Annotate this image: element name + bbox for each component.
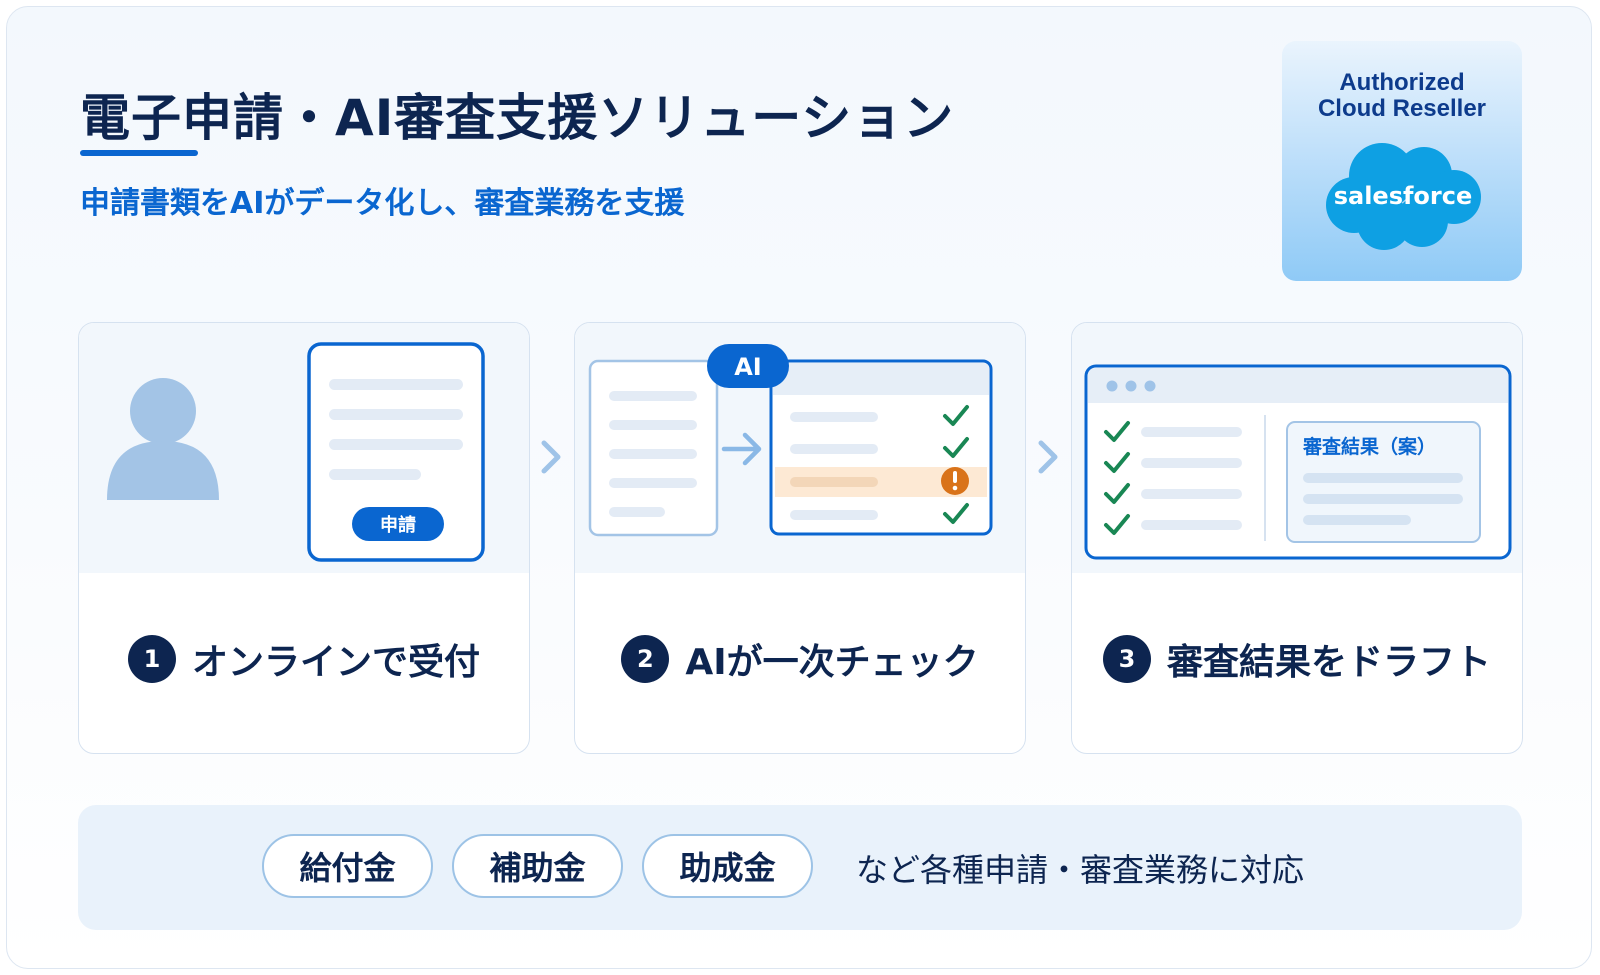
page-subtitle: 申請書類をAIがデータ化し、審査業務を支援 xyxy=(80,186,685,221)
submit-button[interactable]: 申請 xyxy=(79,323,530,573)
ai-tag: AI xyxy=(707,344,789,388)
chip-subsidy: 補助金 xyxy=(452,834,623,898)
arrow-right-icon xyxy=(721,432,762,466)
step-label-1: オンラインで受付 xyxy=(191,642,480,683)
draft-result-title: 審査結果（案） xyxy=(1302,435,1436,458)
step-3-caption: 3 審査結果をドラフト xyxy=(1072,633,1522,685)
badge-line-1: Authorized xyxy=(1339,69,1465,96)
step-label-2: AIが一次チェック xyxy=(685,642,979,683)
draft-result-panel: 審査結果（案） xyxy=(1286,421,1481,543)
step-label-3: 審査結果をドラフト xyxy=(1166,642,1491,683)
chip-grant: 助成金 xyxy=(642,834,813,898)
chip-benefit: 給付金 xyxy=(262,834,433,898)
check-icon xyxy=(1104,421,1130,535)
step-card-3: 審査結果（案） 3 審査結果をドラフト xyxy=(1071,322,1523,754)
step-card-1-illustration: 申請 xyxy=(79,323,529,573)
step-card-2: AI 2 AIが一次チェック xyxy=(574,322,1026,754)
step-card-2-illustration: AI xyxy=(575,323,1025,573)
ai-tag-label: AI xyxy=(734,353,762,381)
page-title: 電子申請・AI審査支援ソリューション xyxy=(80,89,955,147)
salesforce-reseller-badge: Authorized Cloud Reseller salesforce xyxy=(1282,41,1522,281)
title-underline xyxy=(80,150,198,156)
chevron-right-icon xyxy=(541,440,561,474)
cloud-icon: salesforce xyxy=(1326,143,1481,250)
source-document-icon xyxy=(588,359,719,537)
step-1-caption: 1 オンラインで受付 xyxy=(79,633,529,685)
supported-applications-band: 給付金 補助金 助成金 など各種申請・審査業務に対応 xyxy=(78,805,1522,930)
check-icon xyxy=(943,405,969,524)
user-icon xyxy=(107,378,219,500)
step-number-3: 3 xyxy=(1102,635,1151,683)
step-2-caption: 2 AIが一次チェック xyxy=(575,633,1025,685)
submit-button-label: 申請 xyxy=(380,514,416,536)
step-card-3-illustration: 審査結果（案） xyxy=(1072,323,1522,573)
salesforce-logo-text: salesforce xyxy=(1334,182,1473,210)
step-number-1: 1 xyxy=(127,635,176,683)
supported-applications-text: など各種申請・審査業務に対応 xyxy=(856,851,1305,889)
warning-icon xyxy=(941,467,969,495)
step-number-2: 2 xyxy=(621,635,670,683)
chevron-right-icon xyxy=(1038,440,1058,474)
step-card-1: 申請 1 オンラインで受付 xyxy=(78,322,530,754)
document-icon xyxy=(307,342,485,562)
badge-line-2: Cloud Reseller xyxy=(1317,95,1487,122)
